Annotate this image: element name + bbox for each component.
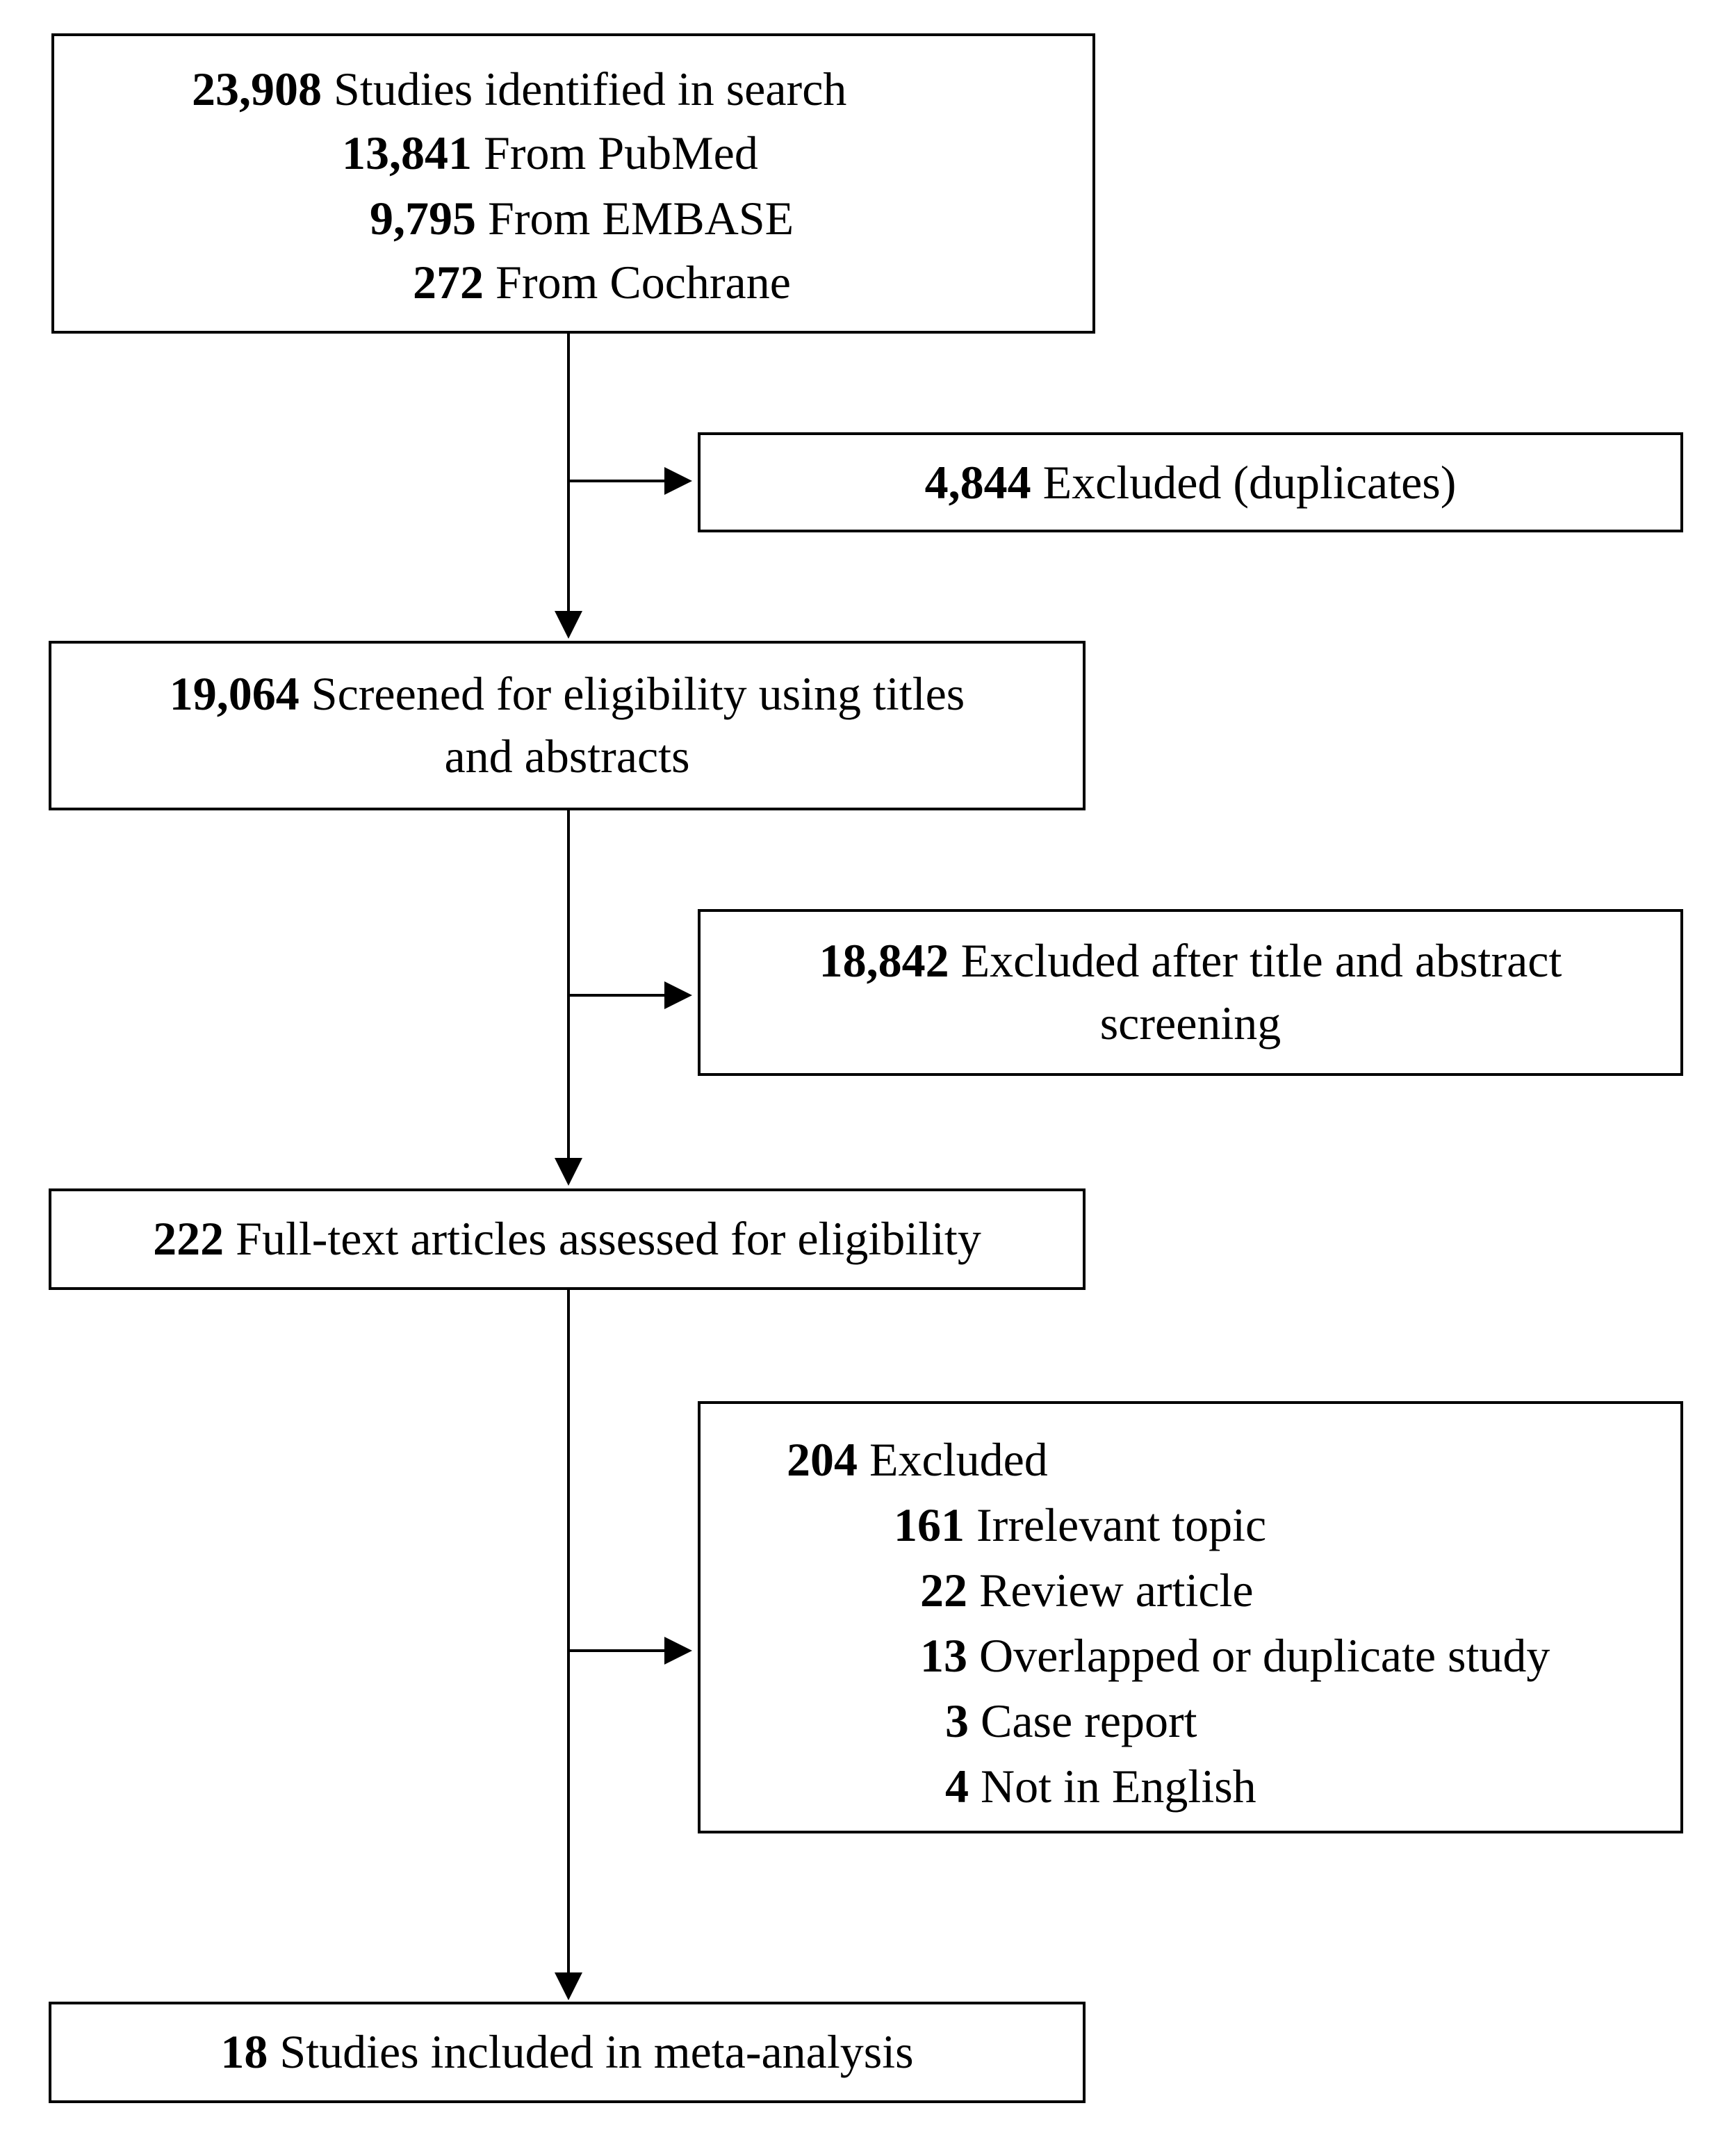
screened-text-1: Screened for eligibility using titles <box>311 667 965 720</box>
excluded-reason-review: 22 Review article <box>920 1558 1254 1622</box>
fulltext-text: Full-text articles assessed for eligibil… <box>236 1212 981 1265</box>
overlap-count: 13 <box>920 1629 967 1682</box>
fulltext-line: 222 Full-text articles assessed for elig… <box>51 1207 1083 1270</box>
excluded-reason-case: 3 Case report <box>945 1689 1197 1753</box>
review-count: 22 <box>920 1564 967 1617</box>
excluded-screening-text-2: screening <box>1099 997 1281 1049</box>
screened-text-2: and abstracts <box>444 730 690 783</box>
identified-line-total: 23,908 Studies identified in search <box>192 57 846 121</box>
excluded-reason-irrelevant: 161 Irrelevant topic <box>894 1493 1266 1557</box>
excluded-screening-line-2: screening <box>701 991 1680 1055</box>
embase-text: From EMBASE <box>488 192 794 245</box>
identified-total-text: Studies identified in search <box>334 63 847 115</box>
duplicates-text: Excluded (duplicates) <box>1042 456 1457 509</box>
identified-box: 23,908 Studies identified in search 13,8… <box>51 33 1095 334</box>
excluded-fulltext-total-text: Excluded <box>869 1433 1048 1486</box>
excluded-fulltext-box: 204 Excluded 161 Irrelevant topic 22 Rev… <box>698 1401 1683 1833</box>
included-box: 18 Studies included in meta-analysis <box>49 2002 1086 2103</box>
case-text: Case report <box>981 1694 1197 1747</box>
included-line: 18 Studies included in meta-analysis <box>51 2020 1083 2084</box>
excluded-fulltext-line-total: 204 Excluded <box>787 1428 1048 1492</box>
included-text: Studies included in meta-analysis <box>279 2025 914 2078</box>
excluded-screening-text-1: Excluded after title and abstract <box>960 934 1562 987</box>
fulltext-count: 222 <box>153 1212 224 1265</box>
excluded-reason-language: 4 Not in English <box>945 1754 1256 1818</box>
identified-line-embase: 9,795 From EMBASE <box>370 186 794 250</box>
pubmed-count: 13,841 <box>342 126 472 179</box>
pubmed-text: From PubMed <box>484 126 758 179</box>
case-count: 3 <box>945 1694 969 1747</box>
screened-count: 19,064 <box>169 667 300 720</box>
cochrane-count: 272 <box>413 256 484 309</box>
identified-line-cochrane: 272 From Cochrane <box>413 250 791 314</box>
excluded-fulltext-total-count: 204 <box>787 1433 858 1486</box>
fulltext-box: 222 Full-text articles assessed for elig… <box>49 1188 1086 1290</box>
identified-total-count: 23,908 <box>192 63 322 115</box>
screened-line-1: 19,064 Screened for eligibility using ti… <box>51 662 1083 726</box>
identified-line-pubmed: 13,841 From PubMed <box>342 121 758 185</box>
irrelevant-count: 161 <box>894 1498 965 1551</box>
duplicates-box: 4,844 Excluded (duplicates) <box>698 432 1683 532</box>
excluded-screening-count: 18,842 <box>819 934 949 987</box>
review-text: Review article <box>979 1564 1254 1617</box>
overlap-text: Overlapped or duplicate study <box>979 1629 1550 1682</box>
language-text: Not in English <box>981 1760 1256 1813</box>
duplicates-line: 4,844 Excluded (duplicates) <box>701 450 1680 514</box>
language-count: 4 <box>945 1760 969 1813</box>
embase-count: 9,795 <box>370 192 476 245</box>
duplicates-count: 4,844 <box>924 456 1031 509</box>
excluded-screening-line-1: 18,842 Excluded after title and abstract <box>701 929 1680 992</box>
cochrane-text: From Cochrane <box>496 256 791 309</box>
excluded-screening-box: 18,842 Excluded after title and abstract… <box>698 909 1683 1076</box>
included-count: 18 <box>220 2025 268 2078</box>
screened-line-2: and abstracts <box>51 724 1083 788</box>
screened-box: 19,064 Screened for eligibility using ti… <box>49 641 1086 810</box>
irrelevant-text: Irrelevant topic <box>976 1498 1267 1551</box>
excluded-reason-overlap: 13 Overlapped or duplicate study <box>920 1624 1550 1688</box>
